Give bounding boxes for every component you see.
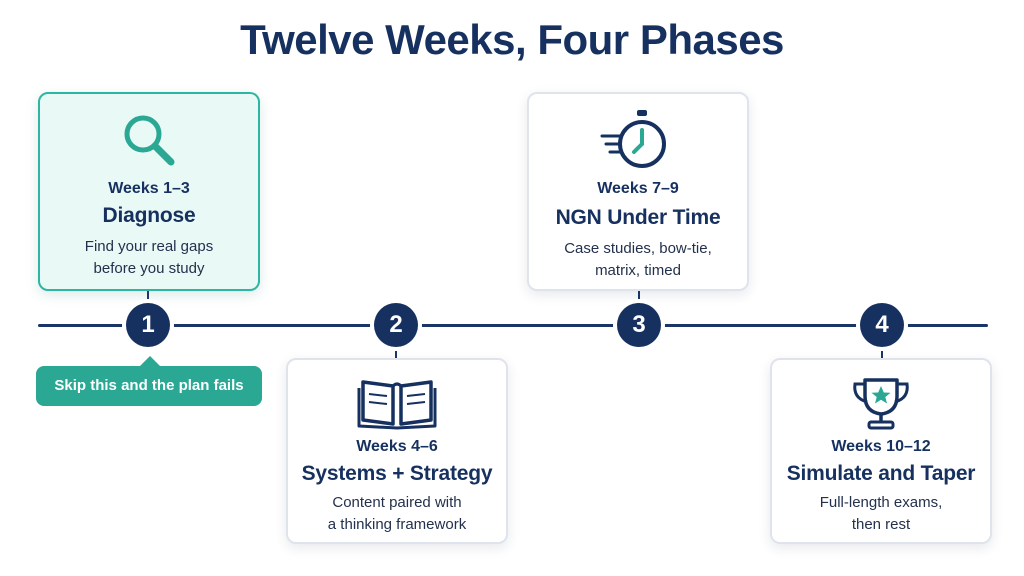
callout-arrow bbox=[140, 356, 160, 366]
phase-desc-line1: Content paired with bbox=[332, 494, 462, 511]
phase-node-1: 1 bbox=[126, 303, 170, 347]
page-title: Twelve Weeks, Four Phases bbox=[240, 16, 784, 63]
phase-card-3: Weeks 7–9 NGN Under Time Case studies, b… bbox=[527, 92, 749, 291]
phase-card-1: Weeks 1–3 Diagnose Find your real gaps b… bbox=[38, 92, 260, 291]
phase-weeks: Weeks 1–3 bbox=[108, 180, 190, 197]
phase-name: Systems + Strategy bbox=[301, 462, 493, 485]
phase-desc-line1: Find your real gaps bbox=[84, 238, 214, 255]
phase-node-4: 4 bbox=[860, 303, 904, 347]
phase-desc-line1: Case studies, bow-tie, bbox=[564, 240, 712, 257]
connector-1 bbox=[147, 290, 149, 304]
phase-card-4: Weeks 10–12 Simulate and Taper Full-leng… bbox=[770, 358, 992, 544]
phase-desc-line1: Full-length exams, bbox=[819, 494, 943, 511]
connector-2 bbox=[395, 346, 397, 358]
phase-weeks: Weeks 10–12 bbox=[831, 438, 931, 455]
phase-desc-line2: then rest bbox=[851, 516, 911, 533]
stopwatch-icon bbox=[529, 106, 747, 172]
phase-weeks: Weeks 7–9 bbox=[597, 180, 679, 197]
phase-weeks: Weeks 4–6 bbox=[356, 438, 438, 455]
phase-card-2: Weeks 4–6 Systems + Strategy Content pai… bbox=[286, 358, 508, 544]
phase-node-3: 3 bbox=[617, 303, 661, 347]
phase-name: NGN Under Time bbox=[555, 206, 721, 229]
phase-node-2: 2 bbox=[374, 303, 418, 347]
warning-callout: Skip this and the plan fails bbox=[36, 366, 262, 406]
phase-desc-line2: matrix, timed bbox=[595, 262, 681, 279]
trophy-icon bbox=[772, 374, 990, 434]
phase-desc-line2: before you study bbox=[93, 260, 205, 277]
magnifier-icon bbox=[40, 108, 258, 172]
phase-name: Simulate and Taper bbox=[786, 462, 976, 485]
phase-name: Diagnose bbox=[102, 204, 196, 227]
timeline-line bbox=[38, 324, 988, 327]
connector-4 bbox=[881, 346, 883, 358]
connector-3 bbox=[638, 290, 640, 304]
open-book-icon bbox=[288, 374, 506, 430]
phase-desc-line2: a thinking framework bbox=[327, 516, 467, 533]
